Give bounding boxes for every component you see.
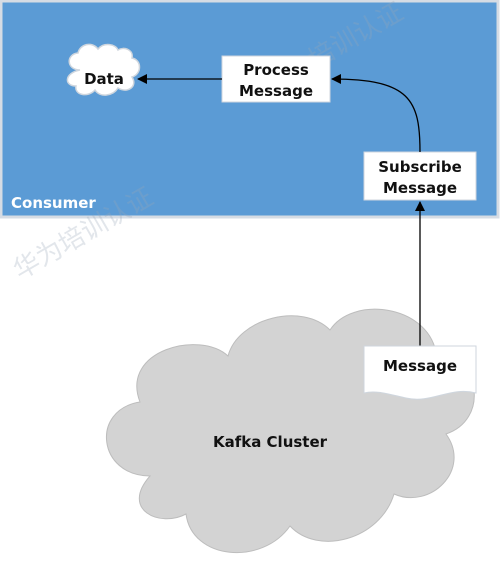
consumer-label: Consumer: [11, 194, 96, 212]
process-message-label-line2: Message: [239, 82, 313, 100]
message-document: Message: [363, 345, 477, 400]
connector-subscribe-to-process: [331, 74, 421, 153]
subscribe-message-label-line2: Message: [383, 179, 457, 197]
process-message-box: Process Message: [221, 55, 331, 103]
kafka-cluster-label: Kafka Cluster: [213, 433, 328, 451]
data-cloud-label: Data: [84, 70, 124, 88]
subscribe-message-label-line1: Subscribe: [378, 158, 462, 176]
message-document-label: Message: [383, 357, 457, 375]
process-message-label-line1: Process: [243, 61, 309, 79]
subscribe-message-box: Subscribe Message: [363, 151, 477, 201]
data-cloud: Data: [66, 43, 141, 96]
